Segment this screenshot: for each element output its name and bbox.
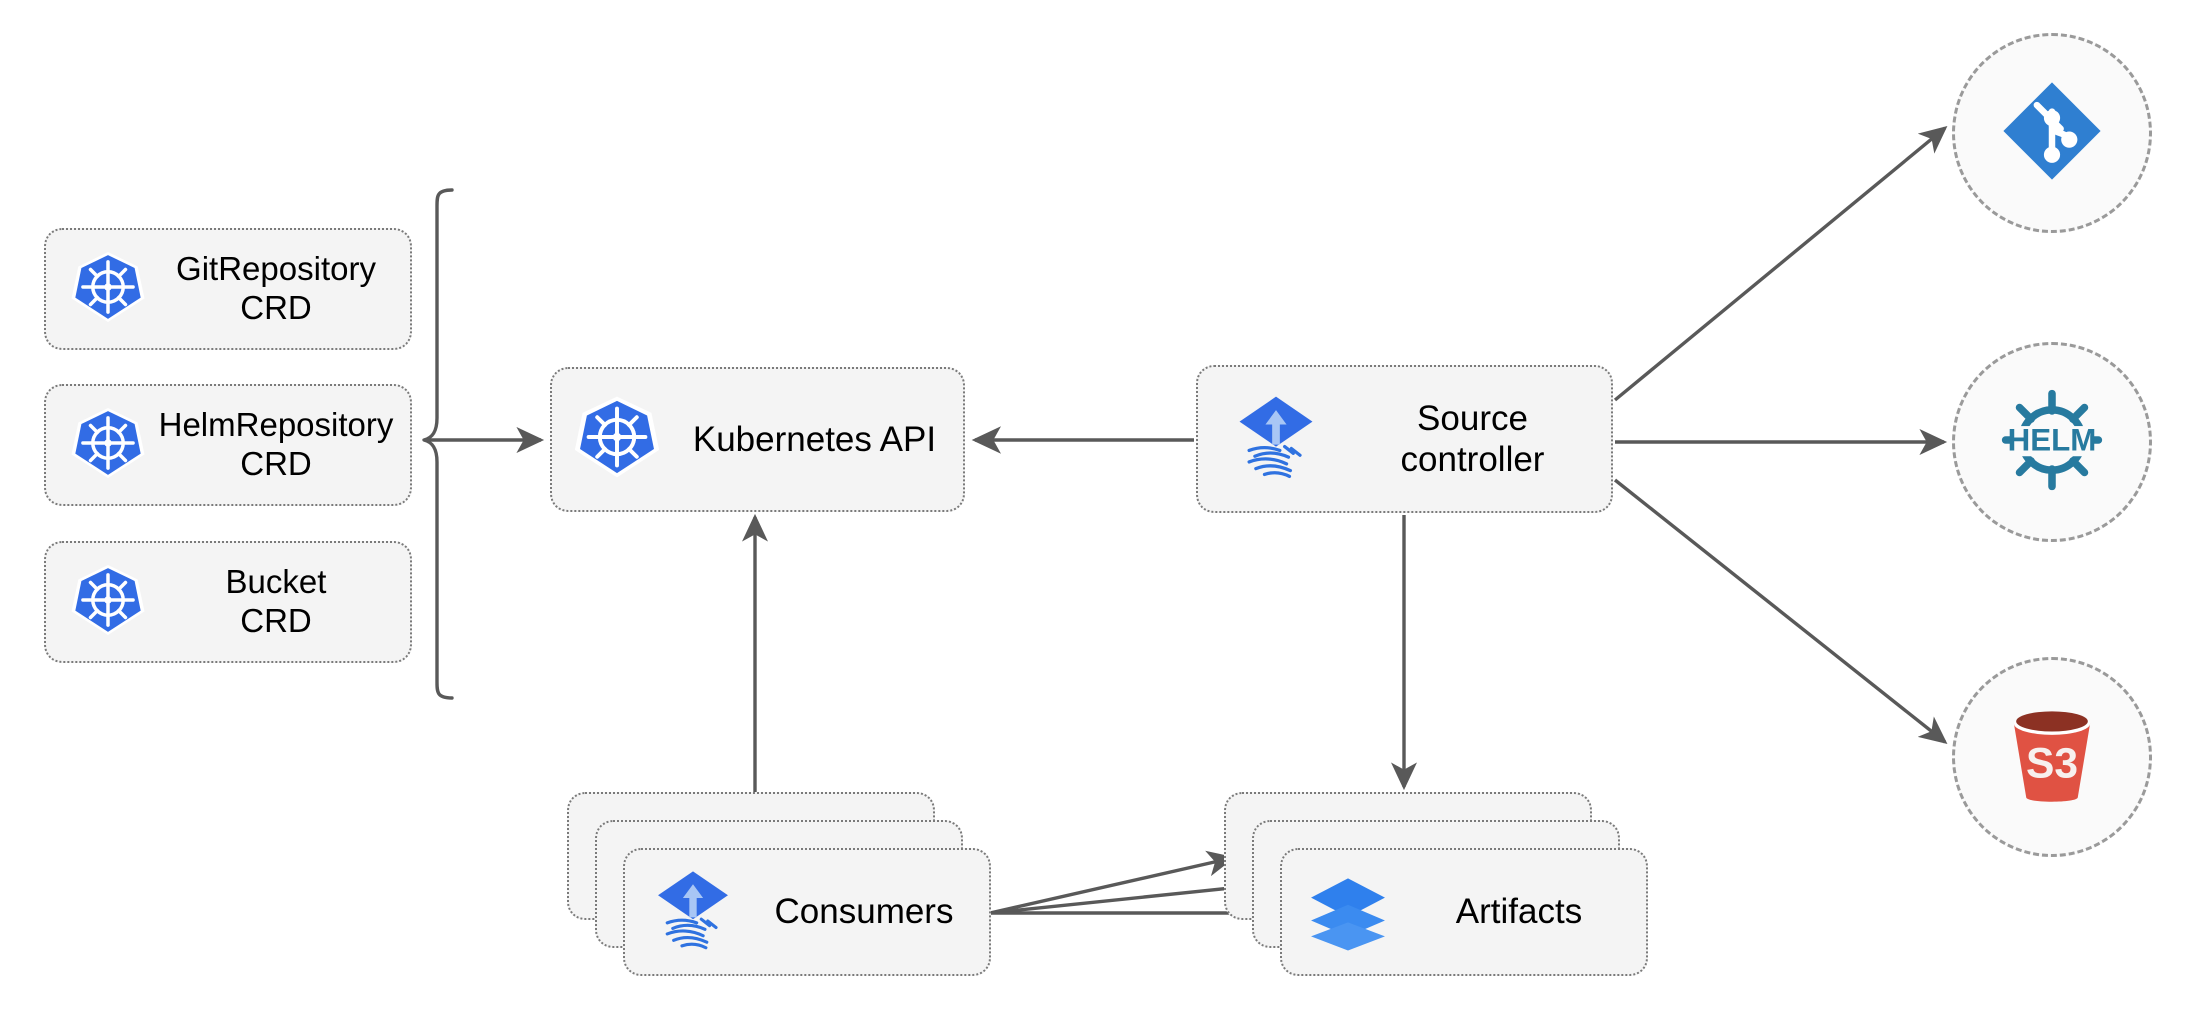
flux-icon	[1228, 389, 1324, 490]
node-bucket-crd[interactable]: Bucket CRD	[44, 541, 412, 663]
edge-consumers-to-artifacts-2	[989, 874, 1264, 915]
flux-icon	[647, 864, 739, 961]
node-label: Source controller	[1400, 398, 1545, 479]
helm-icon: HELM	[1994, 382, 2110, 503]
kubernetes-icon	[574, 394, 660, 485]
node-source-controller[interactable]: Source controller	[1196, 365, 1613, 513]
edge-source-controller-to-s3	[1613, 478, 1948, 744]
s3-wordmark: S3	[2026, 739, 2078, 787]
node-label: HelmRepository CRD	[158, 406, 394, 482]
kubernetes-icon	[70, 405, 146, 486]
kubernetes-icon	[70, 249, 146, 330]
node-label: Artifacts	[1455, 892, 1583, 931]
node-label: Bucket CRD	[225, 563, 327, 639]
node-kubernetes-api[interactable]: Kubernetes API	[550, 367, 965, 512]
stack-sheet-front[interactable]: Artifacts	[1280, 848, 1648, 976]
git-icon	[1998, 77, 2106, 190]
node-gitrepository-crd[interactable]: GitRepository CRD	[44, 228, 412, 350]
node-helmrepository-crd[interactable]: HelmRepository CRD	[44, 384, 412, 506]
crd-group-brace	[422, 188, 454, 700]
kubernetes-icon	[70, 562, 146, 643]
edge-consumers-to-artifacts-1	[989, 850, 1236, 915]
node-git-source[interactable]	[1952, 33, 2152, 233]
node-helm-source[interactable]: HELM	[1952, 342, 2152, 542]
stack-sheet-front[interactable]: Consumers	[623, 848, 991, 976]
layers-icon	[1304, 866, 1392, 959]
node-s3-source[interactable]: S3	[1952, 657, 2152, 857]
node-label: Kubernetes API	[692, 419, 937, 459]
helm-wordmark: HELM	[2008, 422, 2097, 457]
s3-icon: S3	[1996, 699, 2108, 816]
node-label: GitRepository CRD	[176, 250, 376, 326]
node-label: Consumers	[774, 892, 954, 931]
edge-source-controller-to-git	[1613, 126, 1948, 402]
